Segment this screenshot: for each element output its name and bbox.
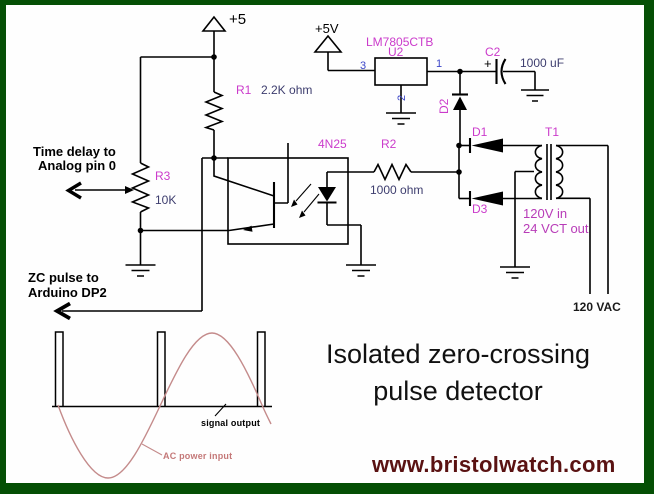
waveform-plot — [52, 331, 272, 479]
emitter-arrowhead — [243, 225, 253, 232]
t1-spec-line2: 24 VCT out — [523, 221, 589, 236]
ground-symbol-u2 — [386, 112, 416, 125]
r3-ref-label: R3 — [155, 169, 171, 183]
power-symbol-plus5 — [201, 15, 227, 57]
signal-output-label: signal output — [201, 418, 261, 428]
regulator-u2-symbol — [313, 34, 460, 125]
r1-ref-label: R1 — [236, 83, 252, 97]
junction-dots — [137, 54, 463, 234]
u2-pin3-label: 3 — [360, 60, 367, 72]
c2-ref-label: C2 — [485, 45, 501, 59]
potentiometer-r3-symbol — [65, 162, 151, 231]
u2-pin2-label: 2 — [396, 94, 408, 101]
r1-value-label: 2.2K ohm — [261, 83, 313, 97]
d1-ref-label: D1 — [472, 125, 488, 139]
d2-ref-label: D2 — [437, 98, 451, 114]
t1-spec-line1: 120V in — [523, 206, 568, 221]
light-arrows — [291, 183, 320, 218]
ac-sine-curve — [57, 332, 272, 479]
analog-note-line2: Analog pin 0 — [38, 158, 116, 173]
title-line1: Isolated zero-crossing — [325, 339, 591, 369]
pulse-3 — [256, 331, 266, 406]
r2-value-label: 1000 ohm — [370, 183, 424, 197]
zc-note-line1: ZC pulse to — [28, 270, 99, 285]
diode-d1-symbol — [459, 138, 542, 153]
resistor-r1-symbol — [203, 57, 225, 158]
transformer-t1-symbol — [500, 144, 609, 294]
diode-d2-symbol — [452, 71, 468, 146]
resistor-r2-symbol — [327, 162, 459, 182]
zc-note-line2: Arduino DP2 — [28, 285, 107, 300]
u2-ref-label: U2 — [388, 45, 404, 59]
optocoupler-4n25-symbol — [213, 143, 362, 265]
ac-source-label: 120 VAC — [573, 300, 621, 314]
u2-pin1-label: 1 — [436, 58, 443, 70]
pulse-2 — [156, 331, 166, 406]
ac-input-label: AC power input — [163, 451, 233, 461]
wire-zc-output — [53, 158, 203, 321]
opto-ref-label: 4N25 — [318, 137, 347, 151]
d3-ref-label: D3 — [472, 202, 488, 216]
ground-symbol-c2 — [521, 89, 549, 102]
wire-top-left-rail — [139, 56, 214, 163]
ground-symbol-r3 — [125, 230, 156, 277]
signal-output-pointer — [214, 403, 227, 417]
pulse-1 — [54, 331, 64, 406]
r3-value-label: 10K — [155, 193, 177, 207]
website-link: www.bristolwatch.com — [372, 452, 616, 477]
r2-ref-label: R2 — [381, 137, 397, 151]
plus5v-label: +5V — [315, 21, 339, 36]
ground-symbol-center-tap — [500, 266, 530, 279]
ac-input-pointer — [141, 443, 163, 456]
analog-note-line1: Time delay to — [33, 144, 116, 159]
power-symbol-plus5v — [313, 34, 343, 53]
plus5-label: +5 — [229, 11, 247, 28]
diagram-title: Isolated zero-crossing pulse detector — [298, 336, 618, 410]
title-line2: pulse detector — [373, 376, 543, 406]
c2-value-label: 1000 uF — [520, 56, 565, 70]
capacitor-c2-symbol — [460, 58, 549, 102]
diode-d3-symbol — [459, 191, 542, 206]
u2-part-label: LM7805CTB — [366, 35, 434, 49]
c2-polarity-mark: + — [484, 56, 492, 71]
t1-ref-label: T1 — [545, 125, 560, 139]
ground-symbol-opto — [346, 264, 376, 277]
